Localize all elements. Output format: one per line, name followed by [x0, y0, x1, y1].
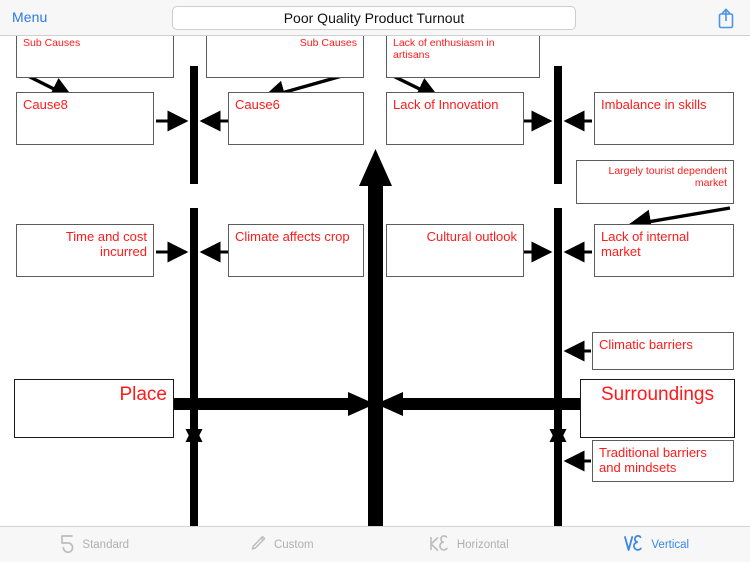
- box-surroundings[interactable]: Surroundings: [580, 379, 735, 438]
- toolbar-item-standard[interactable]: Standard: [0, 527, 188, 563]
- menu-button[interactable]: Menu: [12, 9, 47, 25]
- toolbar-label-vertical: Vertical: [651, 539, 689, 551]
- fishbone-vertical-icon: [623, 534, 644, 556]
- diagram-title-input[interactable]: Poor Quality Product Turnout: [172, 6, 576, 30]
- box-cause8[interactable]: Cause8: [16, 92, 154, 145]
- box-place[interactable]: Place: [14, 379, 174, 438]
- toolbar-label-custom: Custom: [274, 539, 314, 551]
- toolbar-item-custom[interactable]: Custom: [188, 527, 376, 563]
- pencil-custom-icon: [249, 534, 267, 556]
- box-lack-of-enthusiasm[interactable]: Lack of enthusiasm in artisans: [386, 36, 540, 78]
- box-lack-of-innovation[interactable]: Lack of Innovation: [386, 92, 524, 145]
- box-cultural-outlook[interactable]: Cultural outlook: [386, 224, 524, 277]
- fishbone-standard-icon: [58, 534, 75, 556]
- box-sub-causes-mid[interactable]: Sub Causes: [206, 36, 364, 78]
- toolbar-item-vertical[interactable]: Vertical: [563, 527, 750, 563]
- box-cause6[interactable]: Cause6: [228, 92, 364, 145]
- fishbone-horizontal-icon: [429, 534, 450, 556]
- box-largely-tourist-dependent[interactable]: Largely tourist dependent market: [576, 160, 734, 204]
- toolbar-item-horizontal[interactable]: Horizontal: [375, 527, 563, 563]
- box-imbalance-in-skills[interactable]: Imbalance in skills: [594, 92, 734, 145]
- diagram-canvas[interactable]: Sub Causes Sub Causes Lack of enthusiasm…: [0, 36, 750, 526]
- left-category-spine: [186, 66, 203, 526]
- bottom-toolbar: Standard Custom Horizontal: [0, 526, 750, 562]
- main-spine-arrow: [359, 149, 392, 526]
- box-climate-affects-crop[interactable]: Climate affects crop: [228, 224, 364, 277]
- box-traditional-barriers[interactable]: Traditional barriers and mindsets: [592, 440, 734, 482]
- toolbar-label-horizontal: Horizontal: [457, 539, 509, 551]
- page-title: Poor Quality Product Turnout: [284, 10, 465, 26]
- box-lack-of-internal-market[interactable]: Lack of internal market: [594, 224, 734, 277]
- toolbar-label-standard: Standard: [82, 539, 129, 551]
- top-toolbar: Menu Poor Quality Product Turnout: [0, 0, 750, 36]
- right-category-spine: [550, 66, 567, 526]
- box-sub-causes-left[interactable]: Sub Causes: [16, 36, 174, 78]
- box-climatic-barriers[interactable]: Climatic barriers: [592, 332, 734, 370]
- box-time-and-cost[interactable]: Time and cost incurred: [16, 224, 154, 277]
- share-icon[interactable]: [714, 5, 738, 31]
